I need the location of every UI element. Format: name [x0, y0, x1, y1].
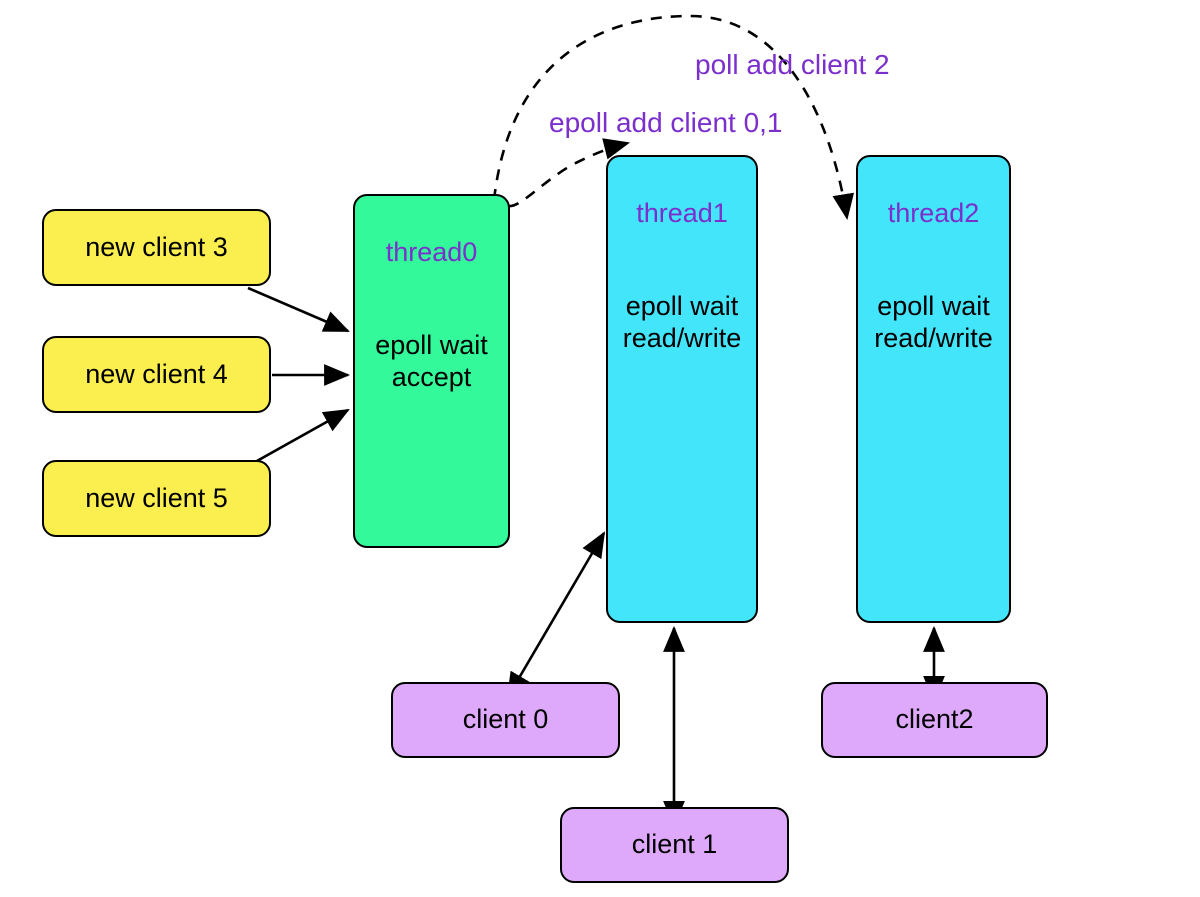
- node-label: new client 4: [85, 358, 228, 389]
- node-label: client2: [895, 704, 974, 735]
- thread-title: thread0: [385, 237, 478, 267]
- node-new-client-4[interactable]: new client 4: [42, 336, 271, 413]
- thread-title: thread2: [887, 198, 980, 228]
- edge-new-client-3-to-thread0: [247, 286, 350, 333]
- node-client-2[interactable]: client2: [821, 682, 1048, 758]
- node-client-1[interactable]: client 1: [560, 807, 789, 883]
- node-thread1[interactable]: thread1 epoll wait read/write: [606, 155, 758, 623]
- node-label: client 1: [631, 829, 718, 860]
- edge-label-poll-add-client-2: poll add client 2: [695, 49, 890, 80]
- node-thread0[interactable]: thread0 epoll wait accept: [353, 194, 510, 548]
- node-label: new client 3: [85, 231, 228, 262]
- node-label: client 0: [462, 704, 549, 735]
- node-thread2[interactable]: thread2 epoll wait read/write: [856, 155, 1011, 623]
- node-new-client-5[interactable]: new client 5: [42, 460, 271, 537]
- thread-title: thread1: [636, 198, 728, 228]
- thread-body: epoll wait accept: [375, 329, 488, 392]
- node-new-client-3[interactable]: new client 3: [42, 209, 271, 286]
- edge-label-epoll-add-client-0-1: epoll add client 0,1: [549, 107, 783, 138]
- edge-thread1-to-client-0: [506, 531, 606, 699]
- thread-body: epoll wait read/write: [874, 290, 993, 353]
- node-label: new client 5: [85, 482, 228, 513]
- edge-new-client-5-to-thread0: [247, 408, 350, 468]
- thread-body: epoll wait read/write: [622, 290, 742, 353]
- node-client-0[interactable]: client 0: [391, 682, 620, 758]
